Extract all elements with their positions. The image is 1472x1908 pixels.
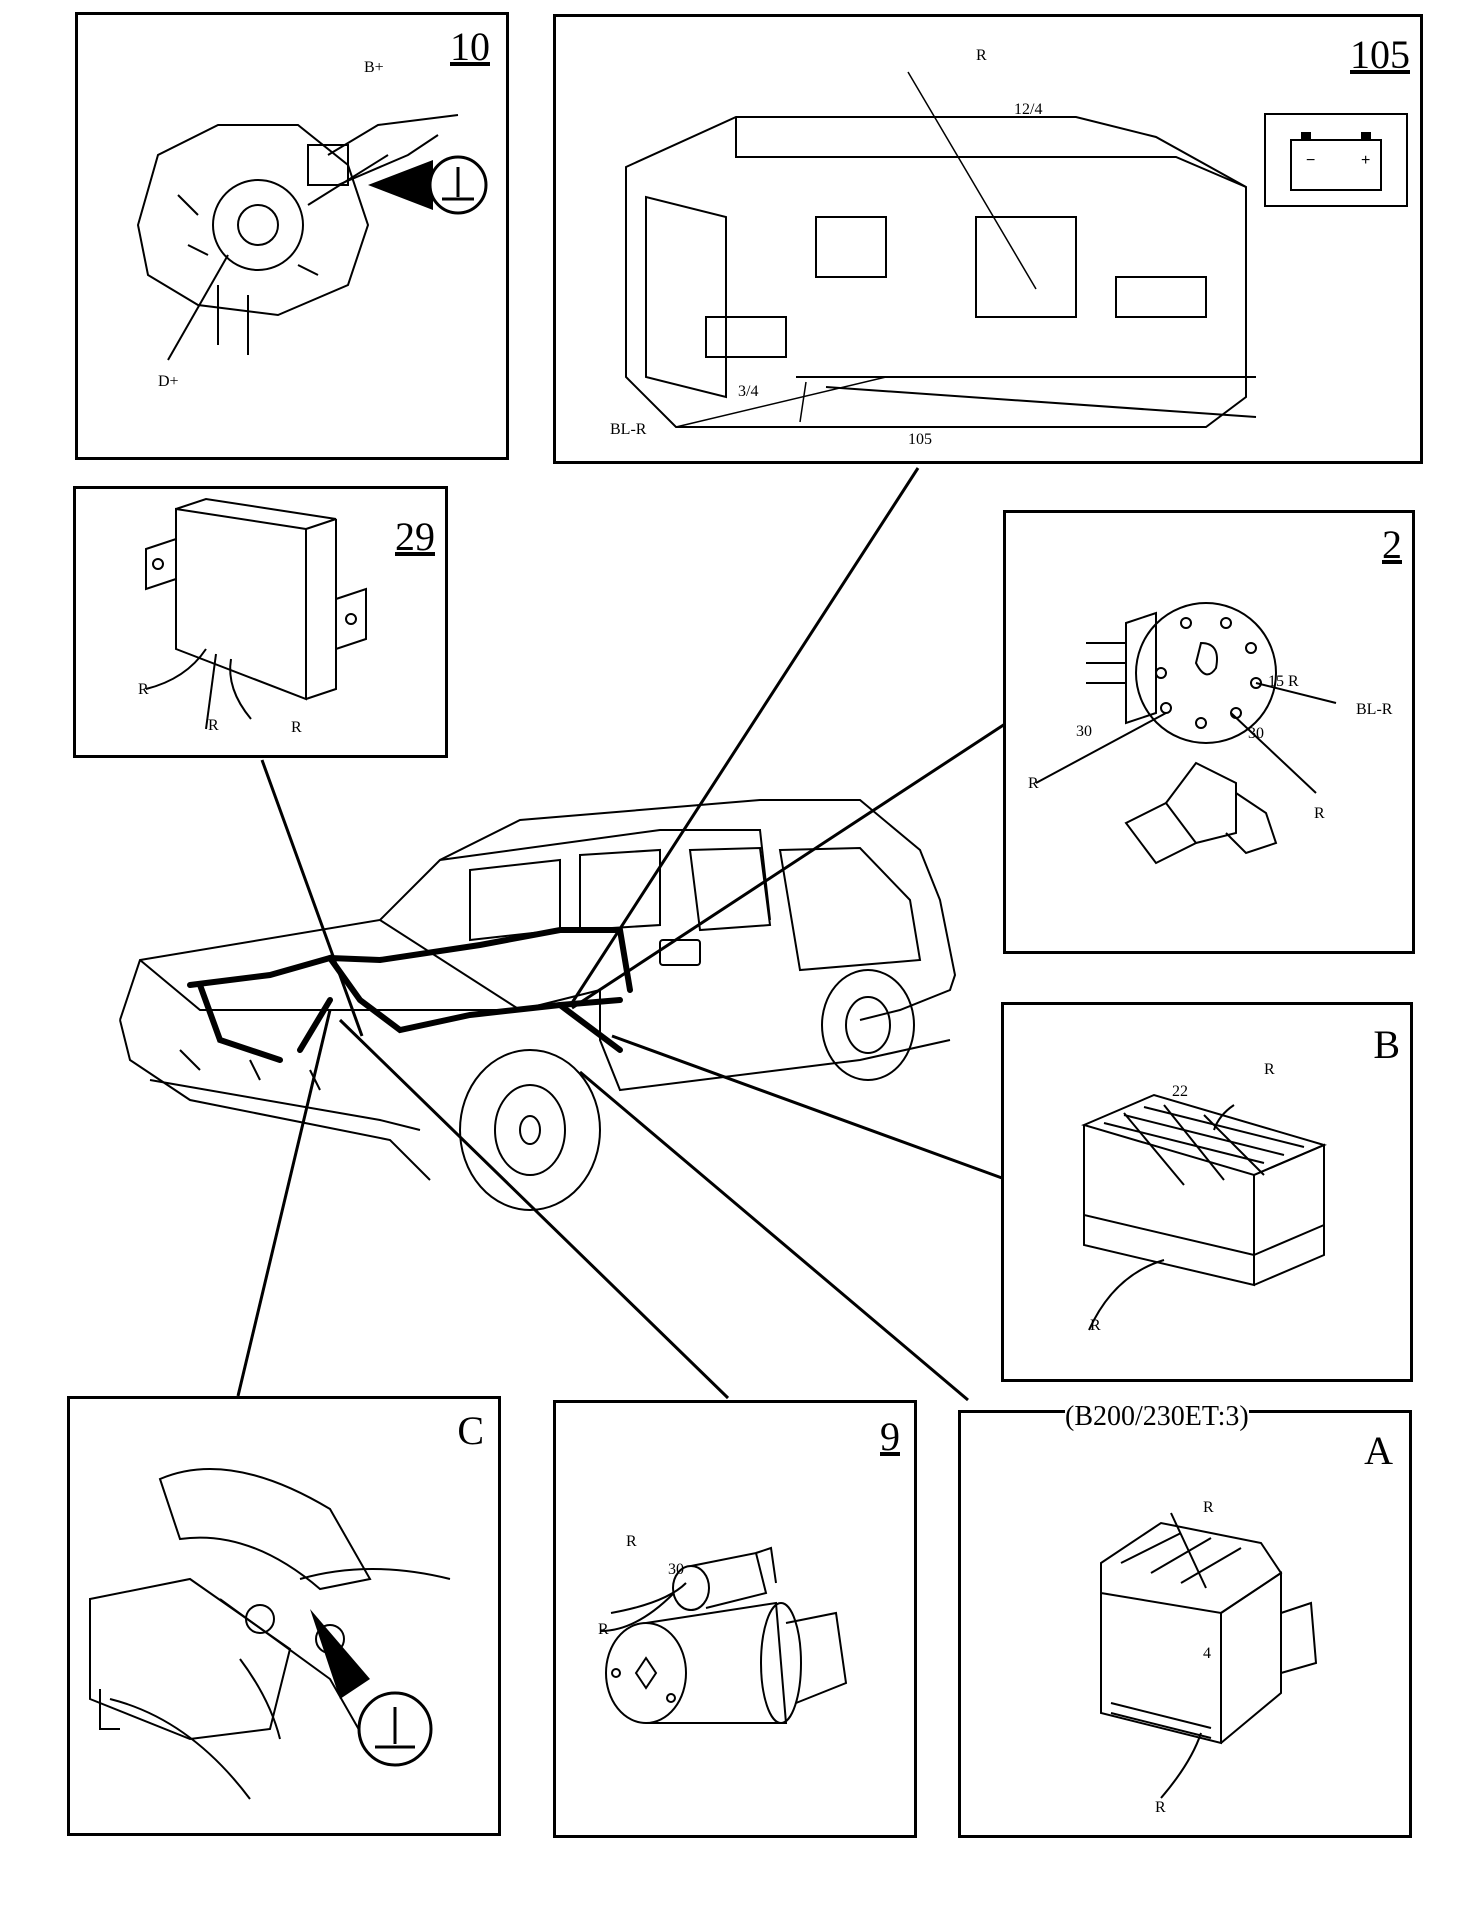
ground-symbol-icon bbox=[368, 155, 488, 215]
label-dplus: D+ bbox=[158, 373, 179, 390]
label-r: R bbox=[976, 47, 987, 64]
label-r2: R bbox=[208, 717, 219, 734]
panel-number: A bbox=[1364, 1428, 1393, 1473]
panel-2-ignition-switch: 2 15 R BL-R 30 30 R R bbox=[1003, 510, 1415, 954]
label-r2: R bbox=[598, 1621, 609, 1638]
label-pin30a: 30 bbox=[1076, 723, 1092, 740]
label-conn: 105 bbox=[908, 431, 932, 448]
panel-29-control-unit: 29 R R R bbox=[73, 486, 448, 758]
label-blr: BL-R bbox=[610, 421, 647, 438]
panel-105-instrument-cluster: 105 − + R 12/4 3/4 BL-R 105 bbox=[553, 14, 1423, 464]
label-r1: R bbox=[1264, 1061, 1275, 1078]
label-r1: R bbox=[626, 1533, 637, 1550]
panel-caption: (B200/230ET:3) bbox=[1065, 1401, 1249, 1433]
panel-b-connector: B 22 R R bbox=[1001, 1002, 1413, 1382]
label-pin30: 30 bbox=[668, 1561, 684, 1578]
alternator-illustration bbox=[136, 114, 488, 361]
panel-c-ground-point: C bbox=[67, 1396, 501, 1836]
label-r2: R bbox=[1314, 805, 1325, 822]
label-bplus: B+ bbox=[364, 59, 384, 76]
label-r2: R bbox=[1090, 1317, 1101, 1334]
label-r1: R bbox=[1203, 1499, 1214, 1516]
label-pin3: 3/4 bbox=[738, 383, 759, 400]
panel-number: B bbox=[1373, 1022, 1400, 1067]
svg-text:−: − bbox=[1306, 152, 1315, 169]
ignition-switch-illustration bbox=[1035, 602, 1337, 865]
engine-bay-illustration bbox=[89, 1468, 451, 1800]
panel-number: 9 bbox=[880, 1414, 900, 1459]
panel-9-starter-motor: 9 R 30 R bbox=[553, 1400, 917, 1838]
connector-b-illustration bbox=[1081, 1093, 1327, 1331]
connector-a-illustration bbox=[1100, 1512, 1318, 1799]
panel-number: 2 bbox=[1382, 522, 1402, 567]
label-blr: BL-R bbox=[1356, 701, 1393, 718]
label-r1: R bbox=[138, 681, 149, 698]
starter-motor-illustration bbox=[600, 1546, 848, 1724]
ground-symbol-icon bbox=[310, 1609, 433, 1767]
label-pin12: 12/4 bbox=[1014, 101, 1043, 118]
instrument-cluster-illustration bbox=[625, 71, 1257, 428]
label-r2: R bbox=[1155, 1799, 1166, 1816]
panel-number: 29 bbox=[395, 514, 435, 559]
panel-number: C bbox=[457, 1408, 484, 1453]
svg-text:+: + bbox=[1361, 152, 1370, 169]
panel-number: 10 bbox=[450, 24, 490, 69]
label-pin22: 22 bbox=[1172, 1083, 1188, 1100]
label-pin30b: 30 bbox=[1248, 725, 1264, 742]
control-unit-illustration bbox=[145, 497, 367, 730]
panel-a-connector: (B200/230ET:3) A R 4 R bbox=[958, 1401, 1412, 1838]
panel-10-alternator: 10 B+ D+ bbox=[75, 12, 509, 460]
panel-number: 105 bbox=[1350, 32, 1410, 77]
label-r1: R bbox=[1028, 775, 1039, 792]
label-pin15: 15 R bbox=[1268, 673, 1299, 690]
label-r3: R bbox=[291, 719, 302, 736]
battery-icon: − + bbox=[1264, 113, 1408, 207]
label-pin4: 4 bbox=[1203, 1645, 1211, 1662]
